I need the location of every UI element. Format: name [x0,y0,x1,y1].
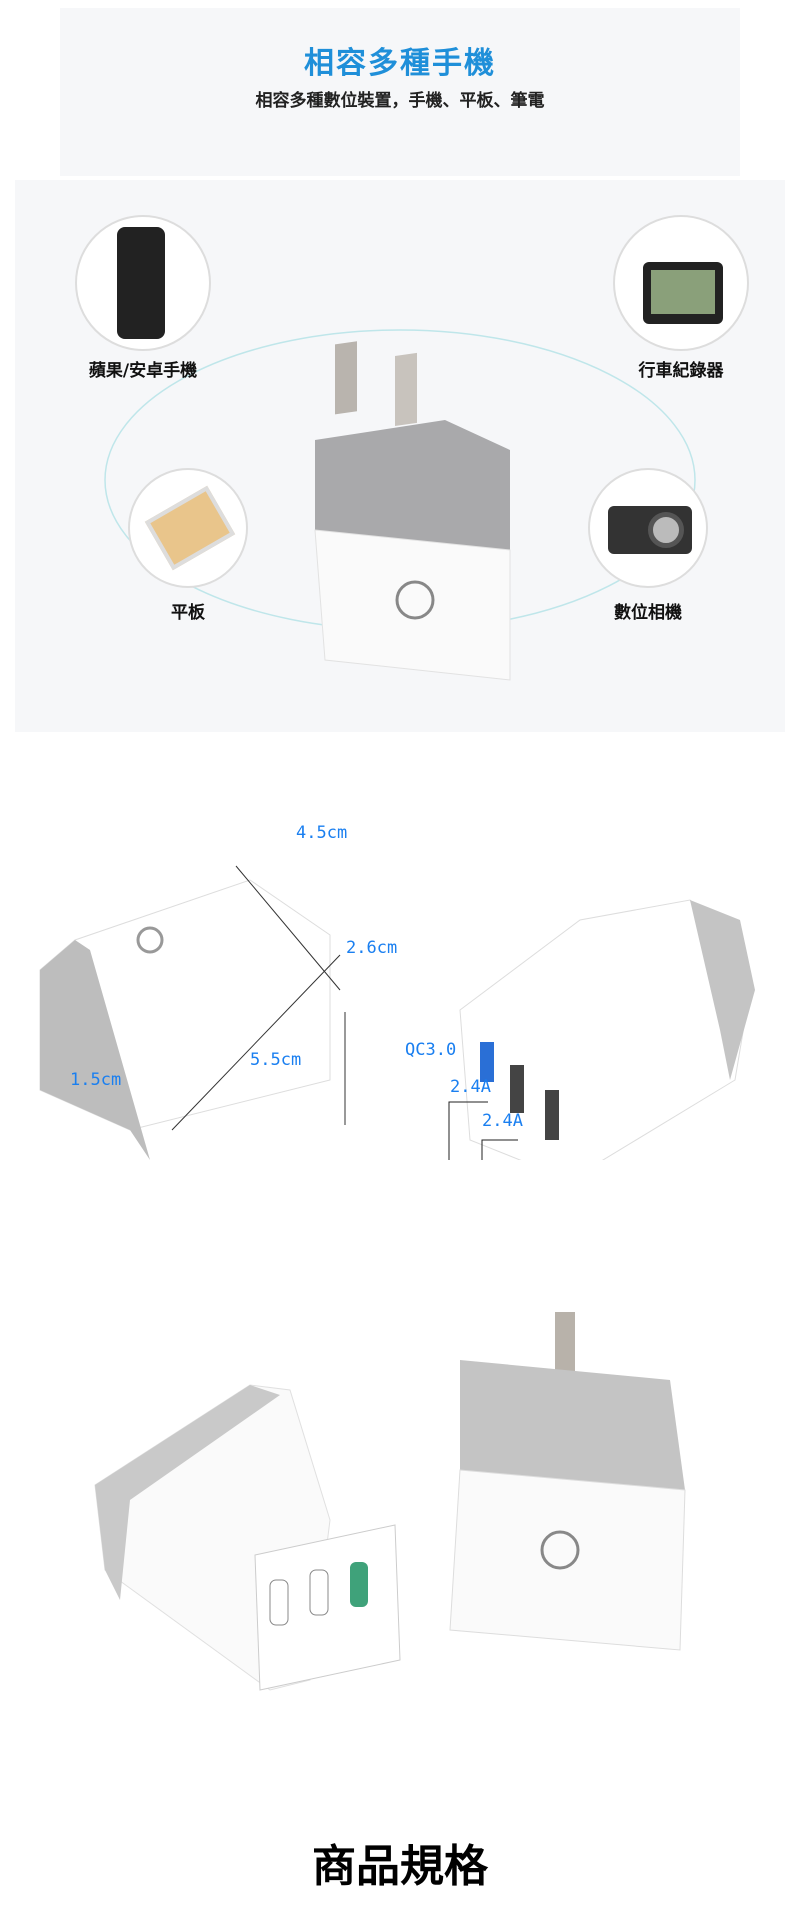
dimension-prong: 1.5cm [70,1070,122,1090]
device-label: 行車紀錄器 [638,361,724,381]
device-label: 蘋果/安卓手機 [88,361,198,381]
port-label-2: 2.4A [482,1111,523,1131]
device-circle-dashcam [613,215,749,351]
spec-section-title: 商品規格 [312,1841,488,1892]
dimension-height: 2.6cm [346,938,398,958]
tablet-icon [144,485,236,571]
dimension-diagram [39,865,755,1160]
page-subtitle: 相容多種數位裝置，手機、平板、筆電 [255,91,545,111]
port-label-qc: QC3.0 [405,1040,457,1060]
dashcam-icon [643,262,723,324]
device-circle-tablet [128,468,248,588]
charger-image [314,341,511,681]
camera-icon [608,506,692,554]
device-circle-phone [75,215,211,351]
port-label-1: 2.4A [450,1077,491,1097]
dimension-length: 4.5cm [296,823,348,843]
device-circle-camera [588,468,708,588]
compatibility-panel: 蘋果/安卓手機 行車紀錄器 平板 數位相機 [15,180,785,732]
product-photos [94,1312,686,1691]
dimension-width: 5.5cm [250,1050,302,1070]
header-panel [60,8,740,176]
page-title: 相容多種手機 [304,46,496,81]
device-label: 數位相機 [614,603,682,623]
smartphone-icon [117,227,165,339]
device-label: 平板 [171,603,205,623]
